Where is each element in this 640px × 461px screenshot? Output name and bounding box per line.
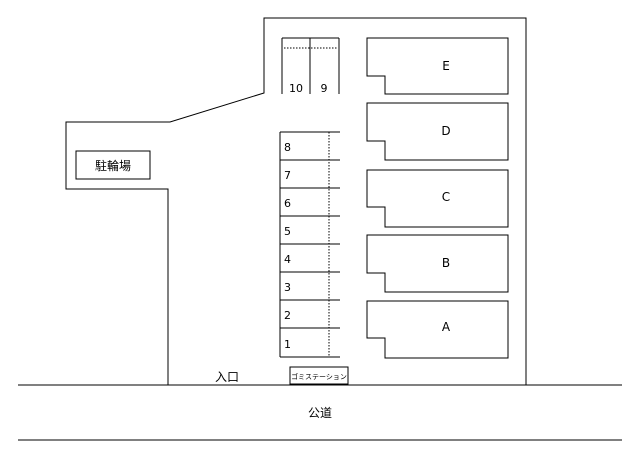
building-a <box>366 300 509 359</box>
bicycle-parking-box <box>75 150 151 180</box>
building-label: C <box>442 190 450 204</box>
parking-space-label: 6 <box>284 197 291 210</box>
building-label: E <box>442 59 450 73</box>
building-label: D <box>441 124 450 138</box>
entrance-label: 入口 <box>215 370 239 384</box>
building-c <box>366 169 509 228</box>
parking-spaces-column: 8 7 6 5 4 3 2 1 <box>279 131 340 358</box>
parking-space-label: 2 <box>284 309 291 322</box>
top-parking-spaces: 10 9 <box>281 37 340 95</box>
parking-space-label: 1 <box>284 338 291 351</box>
parking-space-label: 9 <box>321 82 328 95</box>
garbage-station-label: ゴミステーション <box>291 372 347 381</box>
parking-space-label: 10 <box>289 82 303 95</box>
garbage-station-box <box>289 366 349 385</box>
parking-space-label: 5 <box>284 225 291 238</box>
property-boundary <box>65 17 527 385</box>
building-b <box>366 234 509 293</box>
building-label: B <box>442 256 450 270</box>
parking-space-label: 4 <box>284 253 291 266</box>
building-d <box>366 102 509 161</box>
public-road-label: 公道 <box>308 406 332 420</box>
building-e <box>366 37 509 95</box>
parking-space-label: 8 <box>284 141 291 154</box>
parking-space-label: 3 <box>284 281 291 294</box>
parking-space-label: 7 <box>284 169 291 182</box>
bicycle-parking-label: 駐輪場 <box>95 158 131 173</box>
building-label: A <box>442 320 451 334</box>
